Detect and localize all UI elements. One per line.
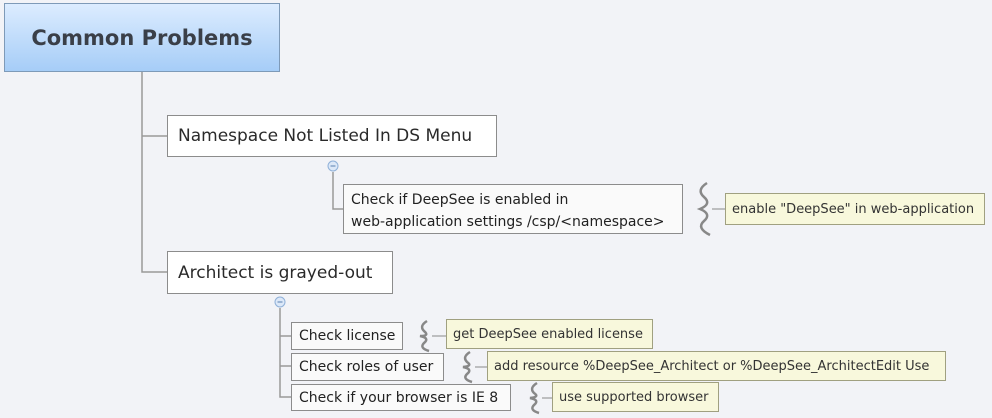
summary-note[interactable]: add resource %DeepSee_Architect or %Deep… [487,351,946,381]
root-topic[interactable]: Common Problems [4,3,280,72]
brace-icons [419,181,711,415]
collapse-icons [274,160,339,308]
summary-label: get DeepSee enabled license [453,326,643,342]
summary-note[interactable]: enable "DeepSee" in web-application [725,193,985,225]
subtopic-check-browser[interactable]: Check if your browser is IE 8 [291,384,511,411]
subtopic-check-license[interactable]: Check license [291,322,403,350]
root-label: Common Problems [31,25,253,50]
subtopic-check-roles[interactable]: Check roles of user [291,353,444,381]
topic-architect-grayed-out[interactable]: Architect is grayed-out [167,251,393,294]
topic-namespace-not-listed[interactable]: Namespace Not Listed In DS Menu [167,115,497,157]
summary-note[interactable]: get DeepSee enabled license [446,319,653,349]
subtopic-label-line: Check if DeepSee is enabled in [351,192,569,208]
summary-label: enable "DeepSee" in web-application [732,201,975,217]
summary-label: add resource %DeepSee_Architect or %Deep… [494,358,930,374]
summary-note[interactable]: use supported browser [552,382,719,412]
subtopic-label-line: web-application settings /csp/<namespace… [351,214,665,230]
subtopic-label: Check license [299,328,396,344]
subtopic-check-deepsee-enabled[interactable]: Check if DeepSee is enabled in web-appli… [343,184,683,234]
summary-label: use supported browser [559,389,709,405]
topic-label: Namespace Not Listed In DS Menu [178,126,473,146]
subtopic-label: Check if your browser is IE 8 [299,389,499,406]
subtopic-label: Check roles of user [299,359,434,375]
topic-label: Architect is grayed-out [178,262,373,283]
